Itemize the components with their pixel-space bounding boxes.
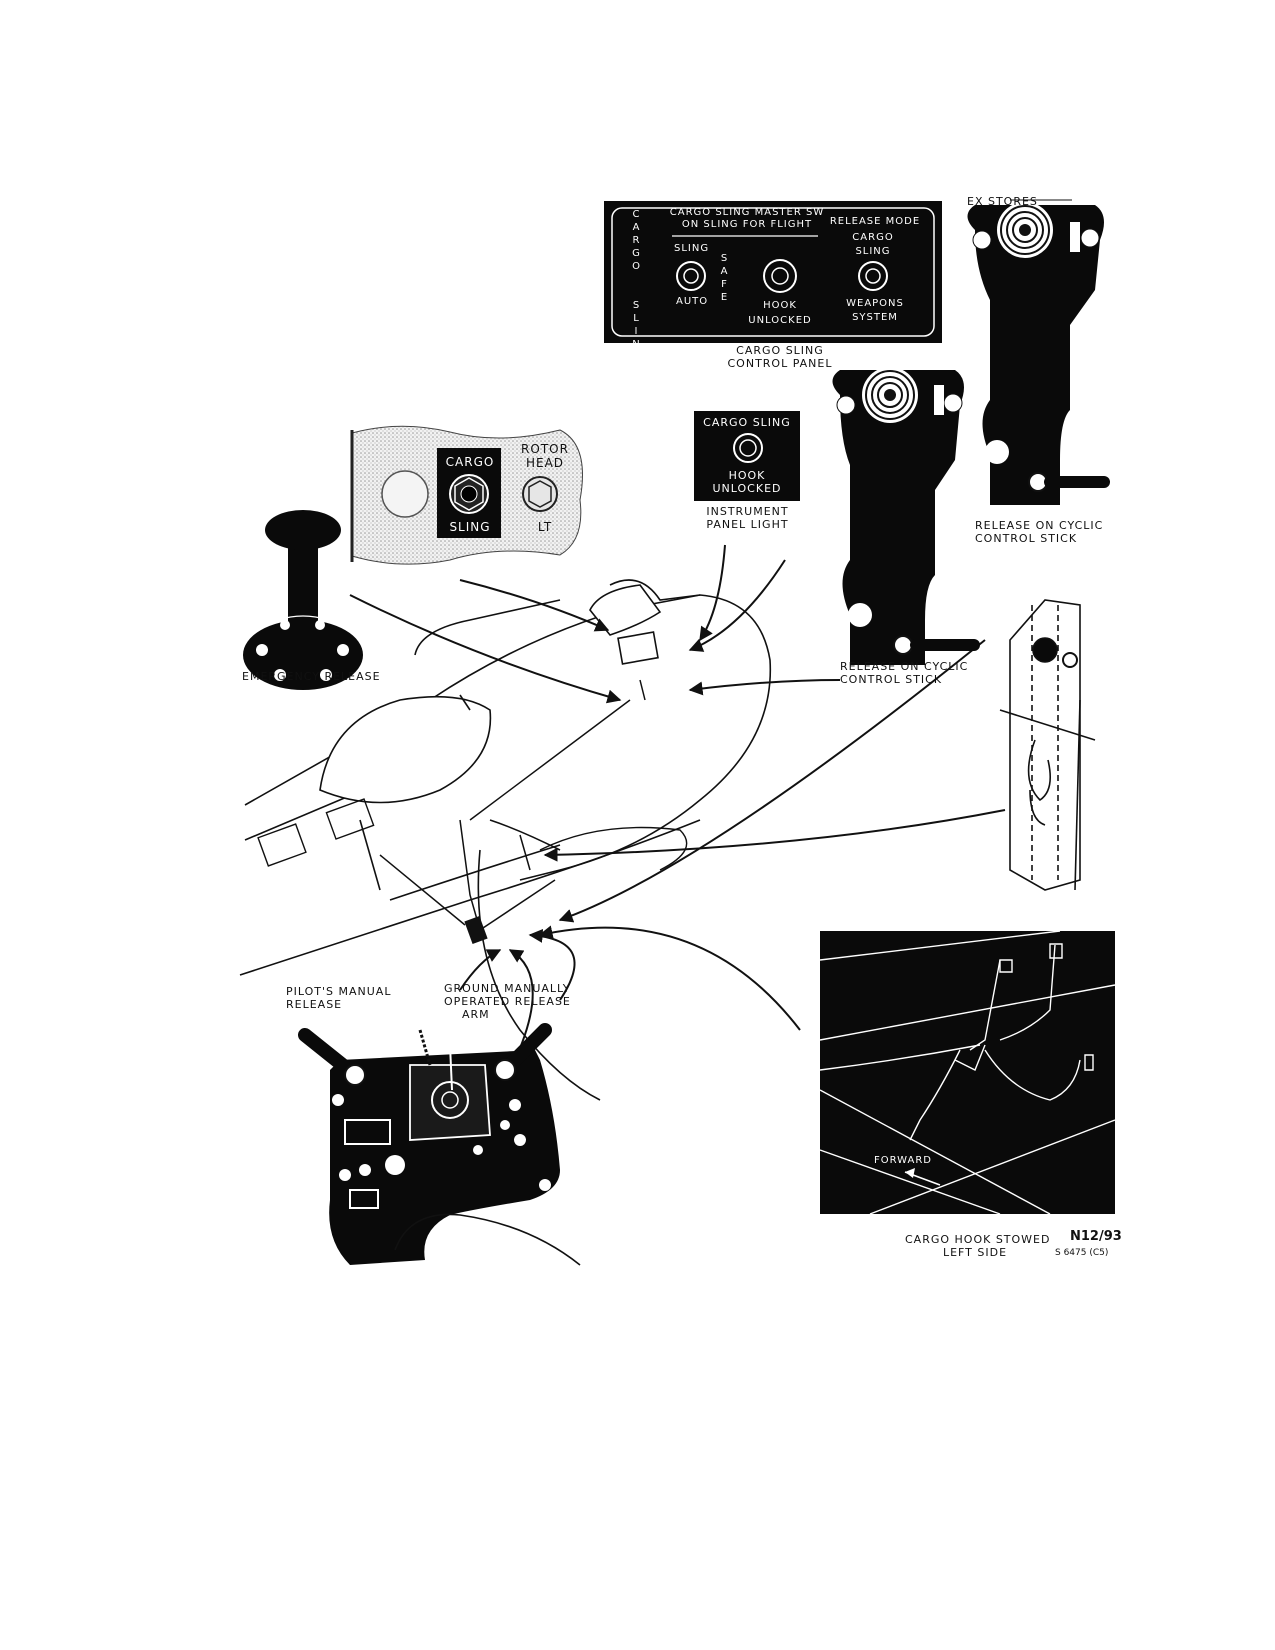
hook-label: HOOK [763,300,797,311]
cyclic-center-caption-2: CONTROL STICK [840,673,943,686]
pilot-manual-release-2: RELEASE [286,998,343,1011]
instrument-light-caption-2: PANEL LIGHT [706,518,789,531]
cockpit-top [589,584,662,665]
callout-arrows [349,544,1006,1091]
instrument-light-unlocked: UNLOCKED [712,482,782,495]
sling-mode-label: SLING [855,246,891,257]
flag-cargo-label: CARGO [445,455,495,469]
cyclic-center-caption-1: RELEASE ON CYCLIC [840,660,969,673]
rotor-head-flag-panel [350,425,583,565]
cyclic-stick-center [832,367,980,665]
cargo-sling-control-panel [604,201,942,343]
sponson [319,694,492,804]
lower-sponson [539,826,688,871]
instrument-light-title: CARGO SLING [703,416,791,429]
flag-sling-label: SLING [449,520,491,534]
figure-id: N12/93 [1070,1229,1122,1244]
flag-head-label: HEAD [525,456,565,470]
panel-side-label: C A R G O S L I N G [632,209,640,363]
weapons-label: WEAPONS [846,298,904,309]
emergency-release-plunger [243,510,363,690]
pilot-manual-release-1: PILOT'S MANUAL [286,985,392,998]
master-sw-line2: ON SLING FOR FLIGHT [681,219,813,230]
fuselage-windows [257,798,375,867]
cyclic-stick-right [967,199,1110,505]
instrument-light-hook: HOOK [728,469,766,482]
unlocked-label: UNLOCKED [748,315,812,326]
cargo-hook-assembly [379,679,646,931]
control-panel-caption-1: CARGO SLING [736,344,824,357]
cyclic-right-caption-2: CONTROL STICK [975,532,1078,545]
instrument-panel-light [694,411,800,501]
master-sw-line1: CARGO SLING MASTER SW [669,207,825,218]
system-label: SYSTEM [852,312,898,323]
cargo-mode-label: CARGO [852,232,894,243]
cyclic-right-caption-1: RELEASE ON CYCLIC [975,519,1104,532]
inset-caption-2: LEFT SIDE [942,1246,1008,1259]
inset-photo [819,930,1116,1215]
stowed-hook-detail [999,599,1096,891]
inset-caption-1: CARGO HOOK STOWED [905,1233,1051,1246]
emergency-release-caption: EMERGENCY RELEASE [242,670,381,683]
forward-label: FORWARD [874,1155,932,1166]
instrument-light-caption-1: INSTRUMENT [706,505,789,518]
ground-release-1: GROUND MANUALLY [444,982,571,995]
figure-ref: S 6475 (C5) [1055,1248,1109,1258]
release-mode-label: RELEASE MODE [829,216,921,227]
flag-rotor-label: ROTOR [521,442,569,456]
control-panel-caption-2: CONTROL PANEL [727,357,833,370]
flag-lt-label: LT [537,520,553,534]
ground-release-3: ARM [462,1008,490,1021]
safe-label: S A F E [720,253,728,303]
sling-label: SLING [674,243,710,254]
ground-release-2: OPERATED RELEASE [444,995,571,1008]
helicopter-fuselage [239,579,772,1101]
hook-housing-panel [298,1023,581,1266]
cargo-hook [464,915,488,945]
ex-stores-label: EX STORES [967,195,1038,208]
auto-label: AUTO [676,296,709,307]
